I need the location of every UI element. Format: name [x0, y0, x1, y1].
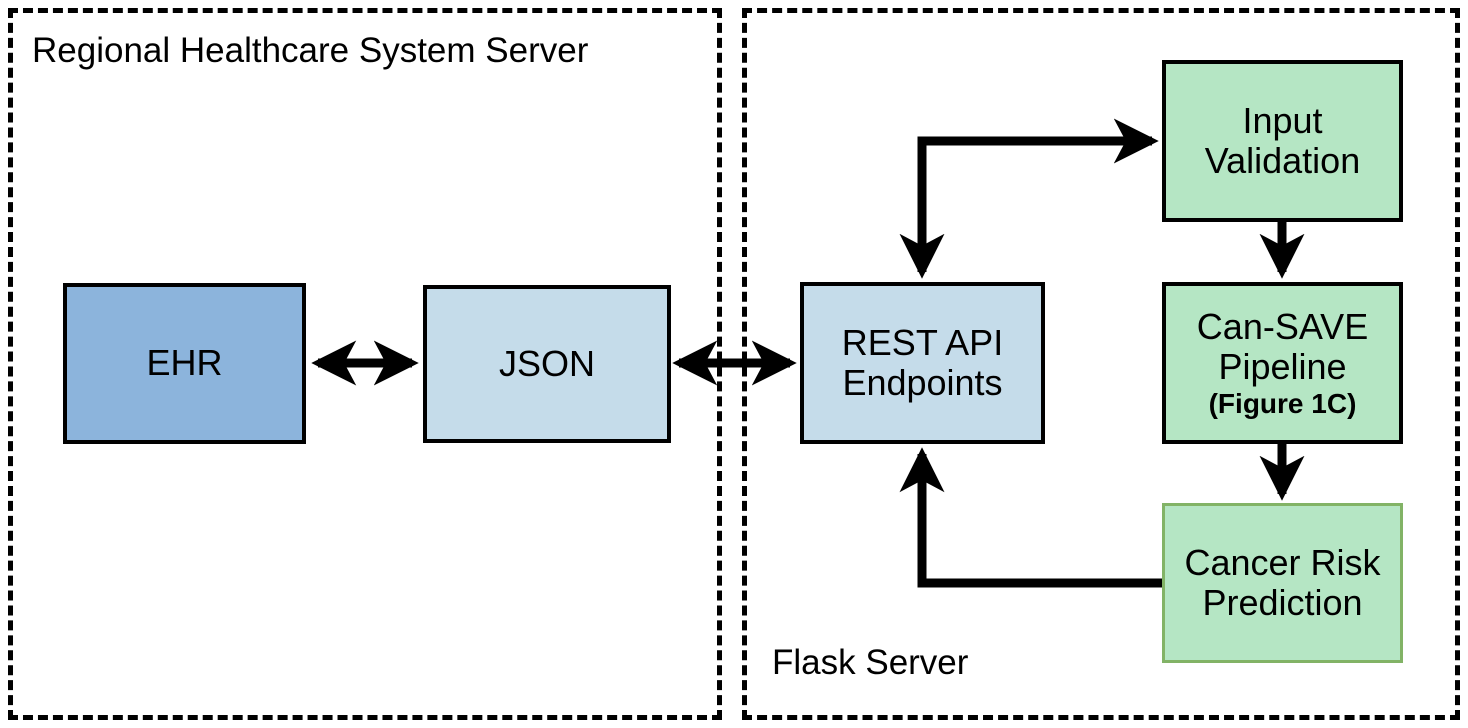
node-ehr[interactable]: EHR: [63, 283, 306, 444]
node-rest-api-line2: Endpoints: [842, 362, 1003, 403]
node-input-validation-label: Input Validation: [1199, 99, 1366, 182]
panel-label-regional-healthcare-system-server: Regional Healthcare System Server: [32, 31, 589, 70]
node-rest-api-line1: REST API: [841, 321, 1004, 363]
node-can-save-pipeline-line2: Pipeline: [1218, 346, 1347, 388]
node-input-validation-line2: Validation: [1204, 140, 1361, 181]
node-rest-api-label: REST API Endpoints: [836, 321, 1009, 404]
node-can-save-pipeline-line1: Can-SAVE: [1196, 306, 1369, 347]
node-json[interactable]: JSON: [423, 285, 671, 443]
node-cancer-risk-prediction-line1: Cancer Risk: [1184, 541, 1381, 583]
node-input-validation-line1: Input: [1242, 99, 1323, 141]
node-can-save-pipeline-label: Can-SAVE Pipeline (Figure 1C): [1191, 306, 1374, 419]
node-rest-api-endpoints[interactable]: REST API Endpoints: [800, 282, 1045, 444]
node-input-validation[interactable]: Input Validation: [1162, 60, 1403, 222]
node-can-save-pipeline[interactable]: Can-SAVE Pipeline (Figure 1C): [1162, 282, 1403, 444]
node-cancer-risk-prediction[interactable]: Cancer Risk Prediction: [1162, 503, 1403, 663]
node-cancer-risk-prediction-label: Cancer Risk Prediction: [1178, 541, 1386, 624]
node-cancer-risk-prediction-line2: Prediction: [1202, 582, 1363, 623]
node-ehr-label: EHR: [146, 342, 223, 384]
node-json-label: JSON: [498, 342, 595, 384]
node-can-save-pipeline-figure-ref: (Figure 1C): [1208, 387, 1357, 419]
panel-label-flask-server: Flask Server: [772, 643, 969, 682]
